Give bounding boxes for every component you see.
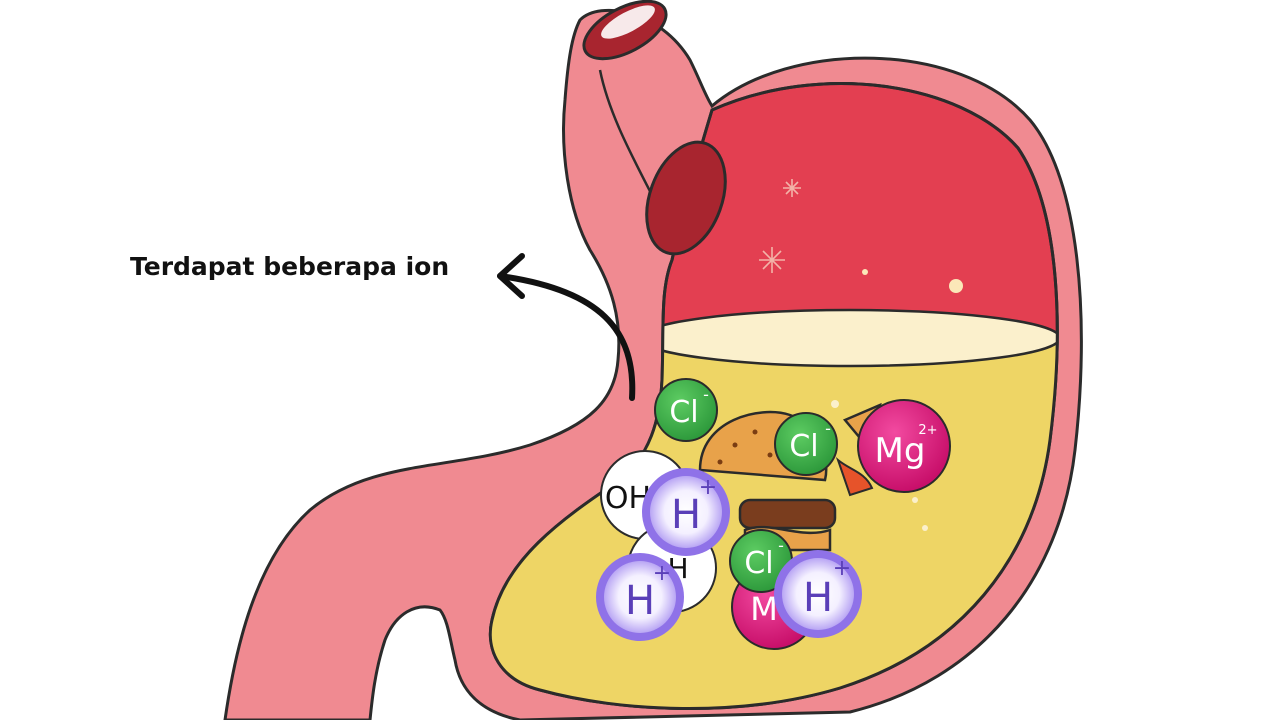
chloride-ion-charge: - — [703, 385, 709, 404]
hydrogen-ion-symbol: H — [625, 578, 655, 624]
chloride-ion-symbol: Cl — [669, 395, 698, 430]
hydrogen-ion-charge: + — [699, 475, 717, 500]
chloride-ion-charge: - — [778, 536, 784, 555]
magnesium-ion-symbol: Mg — [875, 431, 926, 471]
caption-text: Terdapat beberapa ion — [130, 252, 449, 281]
hydrogen-ion: H + — [642, 468, 730, 556]
magnesium-ion: Mg 2+ — [857, 399, 951, 493]
pyloric-sphincter — [645, 140, 727, 256]
magnesium-ion-charge: 2+ — [918, 423, 937, 438]
chloride-ion: Cl - — [774, 412, 838, 476]
chloride-ion-symbol: Cl — [744, 546, 773, 581]
chloride-ion: Cl - — [654, 378, 718, 442]
hydrogen-ion: H + — [596, 553, 684, 641]
chloride-ion: Cl - — [729, 529, 793, 593]
chloride-ion-charge: - — [825, 419, 831, 438]
hydrogen-ion-symbol: H — [803, 575, 833, 621]
sparkles — [759, 179, 801, 273]
fluid-surface — [638, 308, 1058, 368]
chloride-ion-symbol: Cl — [789, 429, 818, 464]
hydrogen-ion-charge: + — [833, 556, 851, 581]
magnesium-ion-symbol: M — [750, 590, 778, 628]
curved-arrow-icon — [497, 253, 636, 401]
hydrogen-ion: H + — [774, 550, 862, 638]
hydrogen-ion-charge: + — [653, 561, 671, 586]
hydrogen-ion-symbol: H — [671, 492, 701, 538]
